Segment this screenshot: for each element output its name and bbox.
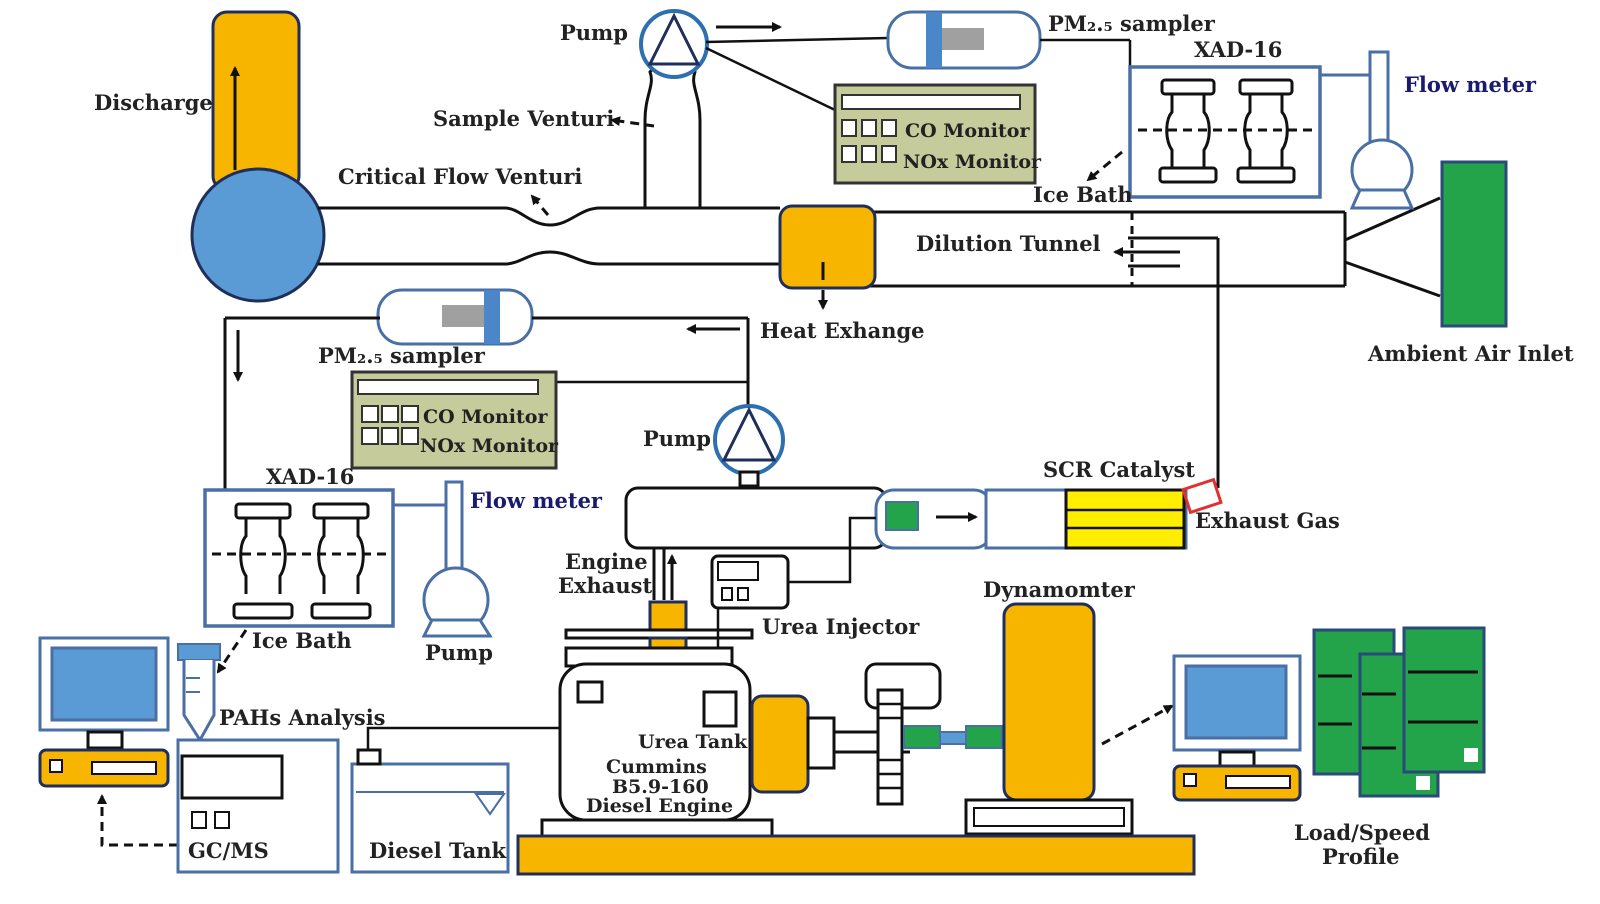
label-co-monitor-top: CO Monitor xyxy=(905,120,1030,142)
label-urea-injector: Urea Injector xyxy=(762,614,920,639)
xad-cartridge xyxy=(310,502,372,620)
load-speed-profile-cards xyxy=(1312,626,1486,798)
label-flow-meter-left: Flow meter xyxy=(470,488,603,513)
label-ambient-air-inlet: Ambient Air Inlet xyxy=(1367,341,1574,366)
discharge-column xyxy=(211,10,301,192)
label-load-speed-line1: Load/Speed xyxy=(1294,820,1430,845)
drive-coupling xyxy=(864,662,1003,806)
label-engine-line3: Diesel Engine xyxy=(586,795,733,817)
label-heat-exchange: Heat Exhange xyxy=(760,318,925,343)
diesel-engine xyxy=(540,646,774,838)
dynamometer xyxy=(964,602,1134,836)
xad-cartridge xyxy=(1158,78,1218,184)
label-pahs-analysis: PAHs Analysis xyxy=(219,705,386,730)
label-nox-monitor-top: NOx Monitor xyxy=(903,151,1042,173)
label-load-speed-line2: Profile xyxy=(1322,844,1399,869)
critical-flow-venturi-pipe xyxy=(318,206,780,266)
flow-meter-left xyxy=(393,480,493,638)
xad-cartridge xyxy=(232,502,294,620)
label-diesel-tank: Diesel Tank xyxy=(369,838,507,863)
pm25-sampler-top xyxy=(886,10,1132,70)
pm25-sampler-left xyxy=(376,288,534,346)
label-dynamometer: Dynamomter xyxy=(983,577,1136,602)
dilution-tunnel xyxy=(870,196,1441,298)
co-nox-monitor-top xyxy=(833,83,1037,185)
co-nox-monitor-left xyxy=(350,370,558,470)
xad16-top xyxy=(1128,65,1322,199)
label-pump-top: Pump xyxy=(560,20,628,45)
label-ice-bath-left: Ice Bath xyxy=(252,628,352,653)
sample-vial-icon xyxy=(177,643,221,743)
mixing-chamber xyxy=(190,167,326,303)
label-xad16-top: XAD-16 xyxy=(1194,37,1282,62)
flow-meter-top xyxy=(1320,50,1415,210)
pump-top-icon xyxy=(639,9,709,79)
label-pm25-sampler-top: PM₂.₅ sampler xyxy=(1048,11,1216,36)
label-engine-exhaust-line1: Engine xyxy=(565,549,648,574)
test-bench-base xyxy=(516,834,1196,876)
ambient-air-inlet-panel xyxy=(1440,160,1508,328)
xad-cartridge xyxy=(1236,78,1296,184)
label-urea-tank: Urea Tank xyxy=(638,731,748,753)
label-gcms: GC/MS xyxy=(188,838,269,863)
computer-left-icon xyxy=(38,636,170,788)
gcms-instrument xyxy=(176,738,340,874)
dyno-computer-link xyxy=(1101,704,1174,746)
label-pump-mid: Pump xyxy=(643,426,711,451)
label-flow-meter-top: Flow meter xyxy=(1404,72,1537,97)
label-pump-bottom: Pump xyxy=(425,640,493,665)
label-engine-line2: B5.9-160 xyxy=(612,776,709,798)
label-engine-exhaust-line2: Exhaust xyxy=(558,573,652,598)
exhaust-to-tunnel-line xyxy=(1113,236,1220,488)
label-co-monitor-left: CO Monitor xyxy=(423,406,548,428)
xad16-left xyxy=(203,488,395,628)
label-xad16-left: XAD-16 xyxy=(266,464,354,489)
scr-catalyst xyxy=(1064,477,1223,550)
diesel-tank xyxy=(350,726,560,874)
label-engine-line1: Cummins xyxy=(606,756,707,778)
label-nox-monitor-left: NOx Monitor xyxy=(420,435,559,457)
computer-right-icon xyxy=(1172,654,1302,802)
label-sample-venturi: Sample Venturi xyxy=(433,106,614,131)
label-pm25-sampler-left: PM₂.₅ sampler xyxy=(318,343,486,368)
label-exhaust-gas: Exhaust Gas xyxy=(1195,508,1340,533)
gcms-to-computer-line xyxy=(97,794,178,847)
label-ice-bath-top: Ice Bath xyxy=(1033,182,1133,207)
pump-mid-icon xyxy=(713,404,785,488)
label-dilution-tunnel: Dilution Tunnel xyxy=(916,231,1101,256)
label-discharge: Discharge xyxy=(94,90,213,115)
exhaust-manifold xyxy=(648,600,688,632)
sample-venturi xyxy=(643,59,702,208)
label-critical-flow-venturi: Critical Flow Venturi xyxy=(338,164,582,189)
heat-exchanger xyxy=(778,204,877,310)
label-scr-catalyst: SCR Catalyst xyxy=(1043,457,1195,482)
